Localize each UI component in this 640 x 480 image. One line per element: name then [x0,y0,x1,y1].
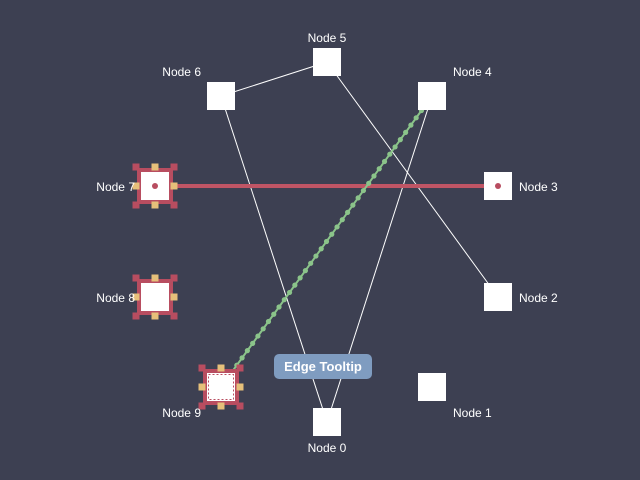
edge-bend-handle[interactable] [265,318,272,325]
edge-bend-handle[interactable] [360,187,367,194]
port-dot[interactable] [495,183,501,189]
edge-bend-handle[interactable] [339,217,345,223]
resize-handle[interactable] [170,312,178,320]
edge-bend-handle[interactable] [292,282,298,288]
edge-bend-handle[interactable] [345,209,351,215]
resize-handle[interactable] [151,274,159,282]
resize-handle[interactable] [236,383,244,391]
edge-bend-handle[interactable] [302,268,308,274]
node-7[interactable]: Node 7 [96,163,178,209]
edge-bend-handle[interactable] [413,115,419,121]
resize-handle[interactable] [132,274,140,282]
resize-handle[interactable] [151,312,159,320]
resize-handle[interactable] [198,402,206,410]
node-box[interactable] [313,408,341,436]
edge-bend-handle[interactable] [250,340,256,346]
node-box[interactable] [418,373,446,401]
edge-bend-handle[interactable] [286,289,293,296]
resize-handle[interactable] [170,182,178,190]
edge-bend-handle[interactable] [392,144,398,150]
node-box[interactable] [207,82,235,110]
node-9[interactable]: Node 9 [162,364,244,421]
node-label: Node 4 [453,65,492,79]
resize-handle[interactable] [132,182,140,190]
edge-bend-handle[interactable] [313,253,319,259]
node-label: Node 2 [519,291,558,305]
resize-handle[interactable] [170,293,178,301]
node-label: Node 3 [519,180,558,194]
edge-bend-handle[interactable] [323,238,330,245]
edge-bend-handle[interactable] [376,166,382,172]
edge-bend-handle[interactable] [239,355,245,361]
resize-handle[interactable] [198,364,206,372]
edge-tooltip: Edge Tooltip [274,354,372,379]
node-label: Node 0 [308,441,347,455]
node-label: Node 9 [162,406,201,420]
edge-bend-handle[interactable] [271,311,277,317]
edge-6-5[interactable] [220,61,328,97]
resize-handle[interactable] [170,201,178,209]
edge-bend-handle[interactable] [350,202,356,208]
edge-9-4[interactable] [218,93,435,390]
resize-handle[interactable] [170,274,178,282]
edge-bend-handle[interactable] [276,304,282,310]
node-label: Node 5 [308,31,347,45]
node-1[interactable]: Node 1 [418,373,492,420]
resize-handle[interactable] [236,364,244,372]
resize-handle[interactable] [132,293,140,301]
edge-bend-handle[interactable] [260,326,266,332]
node-label: Node 8 [96,291,135,305]
edge-bend-handle[interactable] [255,333,261,339]
node-4[interactable]: Node 4 [418,65,492,110]
edge-bend-handle[interactable] [318,246,324,252]
resize-handle[interactable] [217,364,225,372]
edge-bend-handle[interactable] [371,173,377,179]
node-box[interactable] [418,82,446,110]
edge-bend-handle[interactable] [281,297,287,303]
edge-bend-handle[interactable] [329,231,335,237]
node-6[interactable]: Node 6 [162,65,235,110]
edge-5-2[interactable] [326,61,499,298]
edge-bend-handle[interactable] [308,260,314,266]
node-label: Node 1 [453,406,492,420]
edge-bend-handle[interactable] [366,180,372,186]
edge-bend-handle[interactable] [381,158,388,165]
resize-handle[interactable] [170,163,178,171]
node-box[interactable] [484,283,512,311]
resize-handle[interactable] [132,201,140,209]
resize-handle[interactable] [151,201,159,209]
resize-handle[interactable] [198,383,206,391]
edge-bend-handle[interactable] [334,224,340,230]
node-label: Node 7 [96,180,135,194]
node-box[interactable] [207,373,235,401]
hover-outline [208,374,234,400]
resize-handle[interactable] [132,163,140,171]
edge-bend-handle[interactable] [244,348,250,354]
edge-bend-handle[interactable] [397,137,403,143]
node-3[interactable]: Node 3 [484,172,558,200]
resize-handle[interactable] [151,163,159,171]
edge-bend-handle[interactable] [403,129,409,135]
resize-handle[interactable] [236,402,244,410]
node-box[interactable] [141,283,169,311]
node-2[interactable]: Node 2 [484,283,558,311]
edge-bend-handle[interactable] [355,195,361,201]
node-0[interactable]: Node 0 [308,408,347,455]
node-box[interactable] [313,48,341,76]
resize-handle[interactable] [132,312,140,320]
edge-bend-handle[interactable] [408,122,414,128]
edge-bend-handle[interactable] [387,151,393,157]
node-5[interactable]: Node 5 [308,31,347,76]
node-label: Node 6 [162,65,201,79]
port-dot[interactable] [152,183,158,189]
edge-bend-handle[interactable] [297,275,303,281]
nodes-layer: Node 0 Node 1 Node 2 Node 3 Node 4 Node 5 Node… [96,31,558,455]
resize-handle[interactable] [217,402,225,410]
node-8[interactable]: Node 8 [96,274,178,320]
